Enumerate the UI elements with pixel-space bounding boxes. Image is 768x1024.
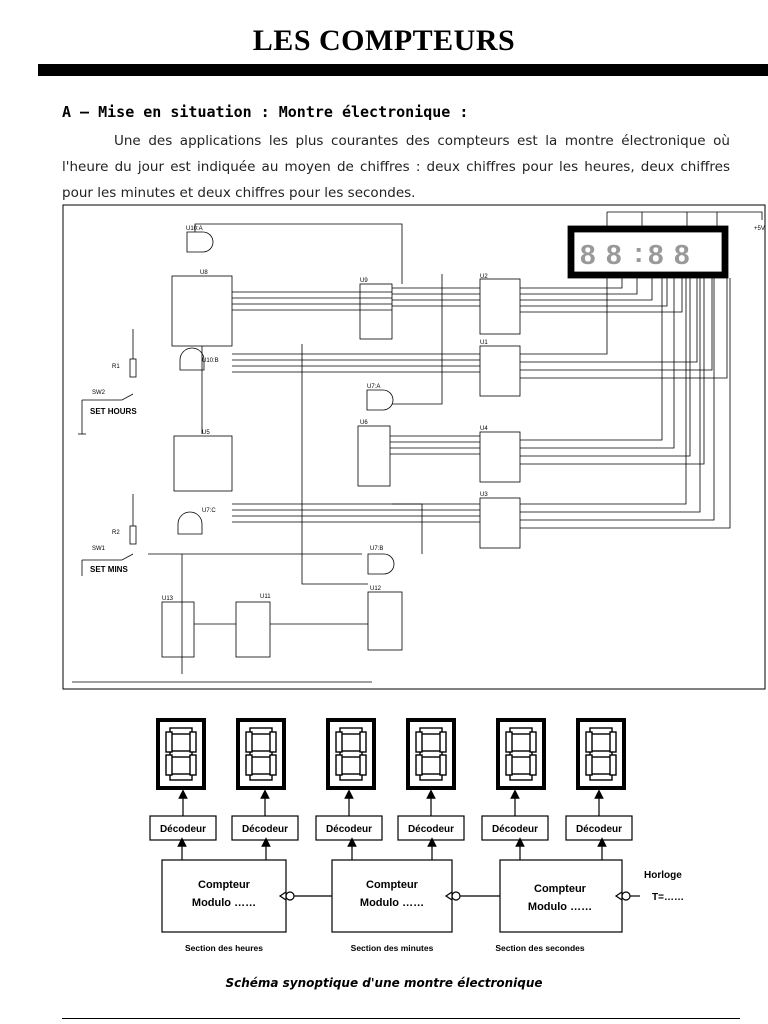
seven-segment-display-5 [496,718,546,790]
clock-block-diagram: Décodeur Décodeur Décodeur Décodeur Décodeur… [149,718,684,953]
label-u7c: U7:C [202,508,216,514]
intro-text: Une des applications les plus courantes … [62,133,730,201]
counter-hours-line2: Modulo …… [192,897,256,909]
counter-minutes-box [331,859,453,933]
svg-text:8: 8 [580,239,596,270]
counter-seconds-box [499,859,623,933]
seven-segment-display-4 [406,718,456,790]
seven-segment-display-3 [326,718,376,790]
counter-hours-line1: Compteur [198,879,251,891]
counter-minutes-line2: Modulo …… [360,897,424,909]
counter-seconds-line1: Compteur [534,883,587,895]
decoder-label-5: Décodeur [492,824,538,835]
label-u8: U8 [200,270,208,276]
decoder-label-6: Décodeur [576,824,622,835]
decoder-box-1 [149,815,217,841]
decoder-box-6 [565,815,633,841]
section-heading: A – Mise en situation : Montre électroni… [62,103,469,121]
label-u5: U5 [202,430,210,436]
label-sw1: SW1 [92,546,106,552]
label-u9: U9 [360,278,368,284]
clock-period: T=…… [652,892,684,903]
label-u6: U6 [360,420,368,426]
seven-segment-display-6 [576,718,626,790]
svg-text:8: 8 [648,239,664,270]
label-u10b: U10:B [202,358,219,364]
figure-caption: Schéma synoptique d'une montre électroni… [225,976,543,990]
label-sw2: SW2 [92,390,106,396]
label-u4: U4 [480,426,488,432]
label-u7a: U7:A [367,384,380,390]
label-u2: U2 [480,274,488,280]
label-supply: +5V [754,226,765,232]
label-set-hours: SET HOURS [90,407,137,416]
label-u11: U11 [260,594,271,600]
section-minutes-label: Section des minutes [351,943,434,953]
label-u1: U1 [480,340,488,346]
title-underline [38,64,768,76]
label-u10a: U10:A [186,226,203,232]
decoder-label-3: Décodeur [326,824,372,835]
clock-label: Horloge [644,870,682,881]
footer-rule [62,1018,740,1019]
decoder-box-4 [397,815,465,841]
counter-seconds-line2: Modulo …… [528,901,592,913]
decoder-box-5 [481,815,549,841]
decoder-label-4: Décodeur [408,824,454,835]
decoder-box-3 [315,815,383,841]
section-hours-label: Section des heures [185,943,263,953]
page-title: LES COMPTEURS [252,24,516,57]
label-set-mins: SET MINS [90,565,128,574]
decoder-label-1: Décodeur [160,824,206,835]
label-r2: R2 [112,530,120,536]
seven-segment-display-2 [236,718,286,790]
section-seconds-label: Section des secondes [495,943,585,953]
label-u12: U12 [370,586,382,592]
svg-text:8: 8 [674,239,690,270]
label-u3: U3 [480,492,488,498]
seven-segment-display-1 [156,718,206,790]
svg-text:8: 8 [606,239,622,270]
svg-text::: : [634,237,643,268]
label-r1: R1 [112,364,120,370]
counter-hours-box [161,859,287,933]
counter-minutes-line1: Compteur [366,879,419,891]
intro-paragraph: Une des applications les plus courantes … [62,128,730,206]
decoder-label-2: Décodeur [242,824,288,835]
label-u7b: U7:B [370,546,383,552]
label-u13: U13 [162,596,174,602]
